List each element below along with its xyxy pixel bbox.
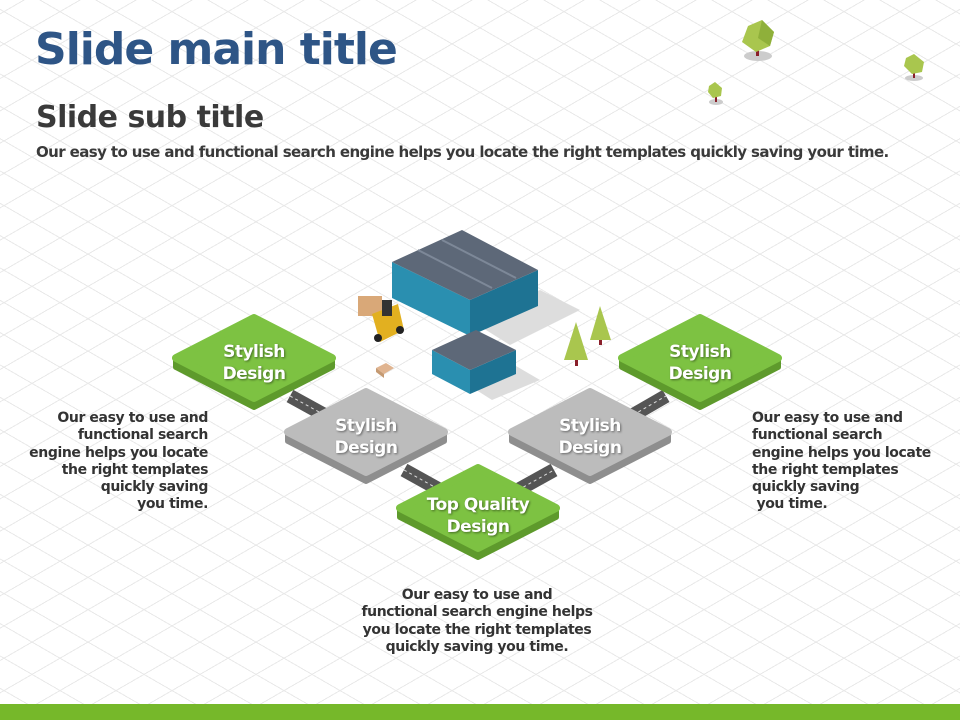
node-diamond-gray (284, 388, 448, 484)
warehouse-small-icon (432, 330, 540, 400)
node-title: Stylish (335, 416, 397, 436)
slide-title: Slide main title (35, 24, 398, 75)
diamond-top (284, 388, 448, 476)
forklift-icon (358, 296, 404, 342)
node-title: Top Quality (426, 495, 530, 515)
tree-icon (904, 54, 924, 81)
diamond-top (618, 314, 782, 402)
tree-icon (708, 82, 723, 105)
node-title: Stylish (669, 342, 731, 362)
diamond-top (172, 314, 336, 402)
left-description: Our easy to use and functional search en… (29, 410, 208, 513)
node-diamond-green (618, 314, 782, 410)
slide-description: Our easy to use and functional search en… (36, 143, 889, 161)
node-title: Stylish (223, 342, 285, 362)
right-description: Our easy to use and functional search en… (752, 410, 931, 513)
footer-bar (0, 704, 960, 720)
diamond-top (508, 388, 672, 476)
node-title: Stylish (559, 416, 621, 436)
bottom-description: Our easy to use and functional search en… (361, 587, 593, 655)
slide-subtitle: Slide sub title (36, 100, 264, 135)
box-icon (376, 363, 394, 378)
node-diamond-green (172, 314, 336, 410)
tree-icon (564, 306, 611, 366)
node-title: Design (668, 364, 732, 384)
node-diamond-gray (508, 388, 672, 484)
node-diamond-green (396, 464, 560, 560)
node-title: Design (222, 364, 286, 384)
node-title: Design (446, 517, 510, 537)
warehouse-large-icon (392, 230, 580, 345)
node-title: Design (558, 438, 622, 458)
tree-icon (742, 20, 774, 61)
diamond-top (396, 464, 560, 552)
node-title: Design (334, 438, 398, 458)
